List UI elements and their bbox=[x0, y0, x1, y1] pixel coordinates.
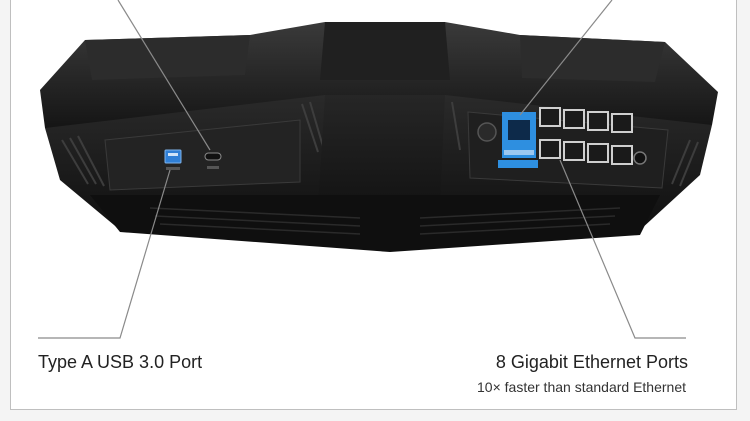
usb-c-port bbox=[204, 152, 222, 169]
ethernet-ports-subtitle: 10× faster than standard Ethernet bbox=[477, 379, 686, 395]
usb-port-callout: Type A USB 3.0 Port bbox=[38, 352, 203, 372]
wan-port bbox=[498, 112, 538, 168]
leader-lines bbox=[38, 0, 686, 339]
ethernet-ports-callout: 8 Gigabit Ethernet Ports bbox=[495, 352, 688, 372]
usb-a-port bbox=[164, 149, 182, 170]
base-vents bbox=[149, 207, 621, 235]
ethernet-ports bbox=[539, 107, 633, 165]
power-jack bbox=[633, 151, 647, 165]
reset-button bbox=[477, 122, 497, 142]
router-base bbox=[90, 195, 660, 252]
